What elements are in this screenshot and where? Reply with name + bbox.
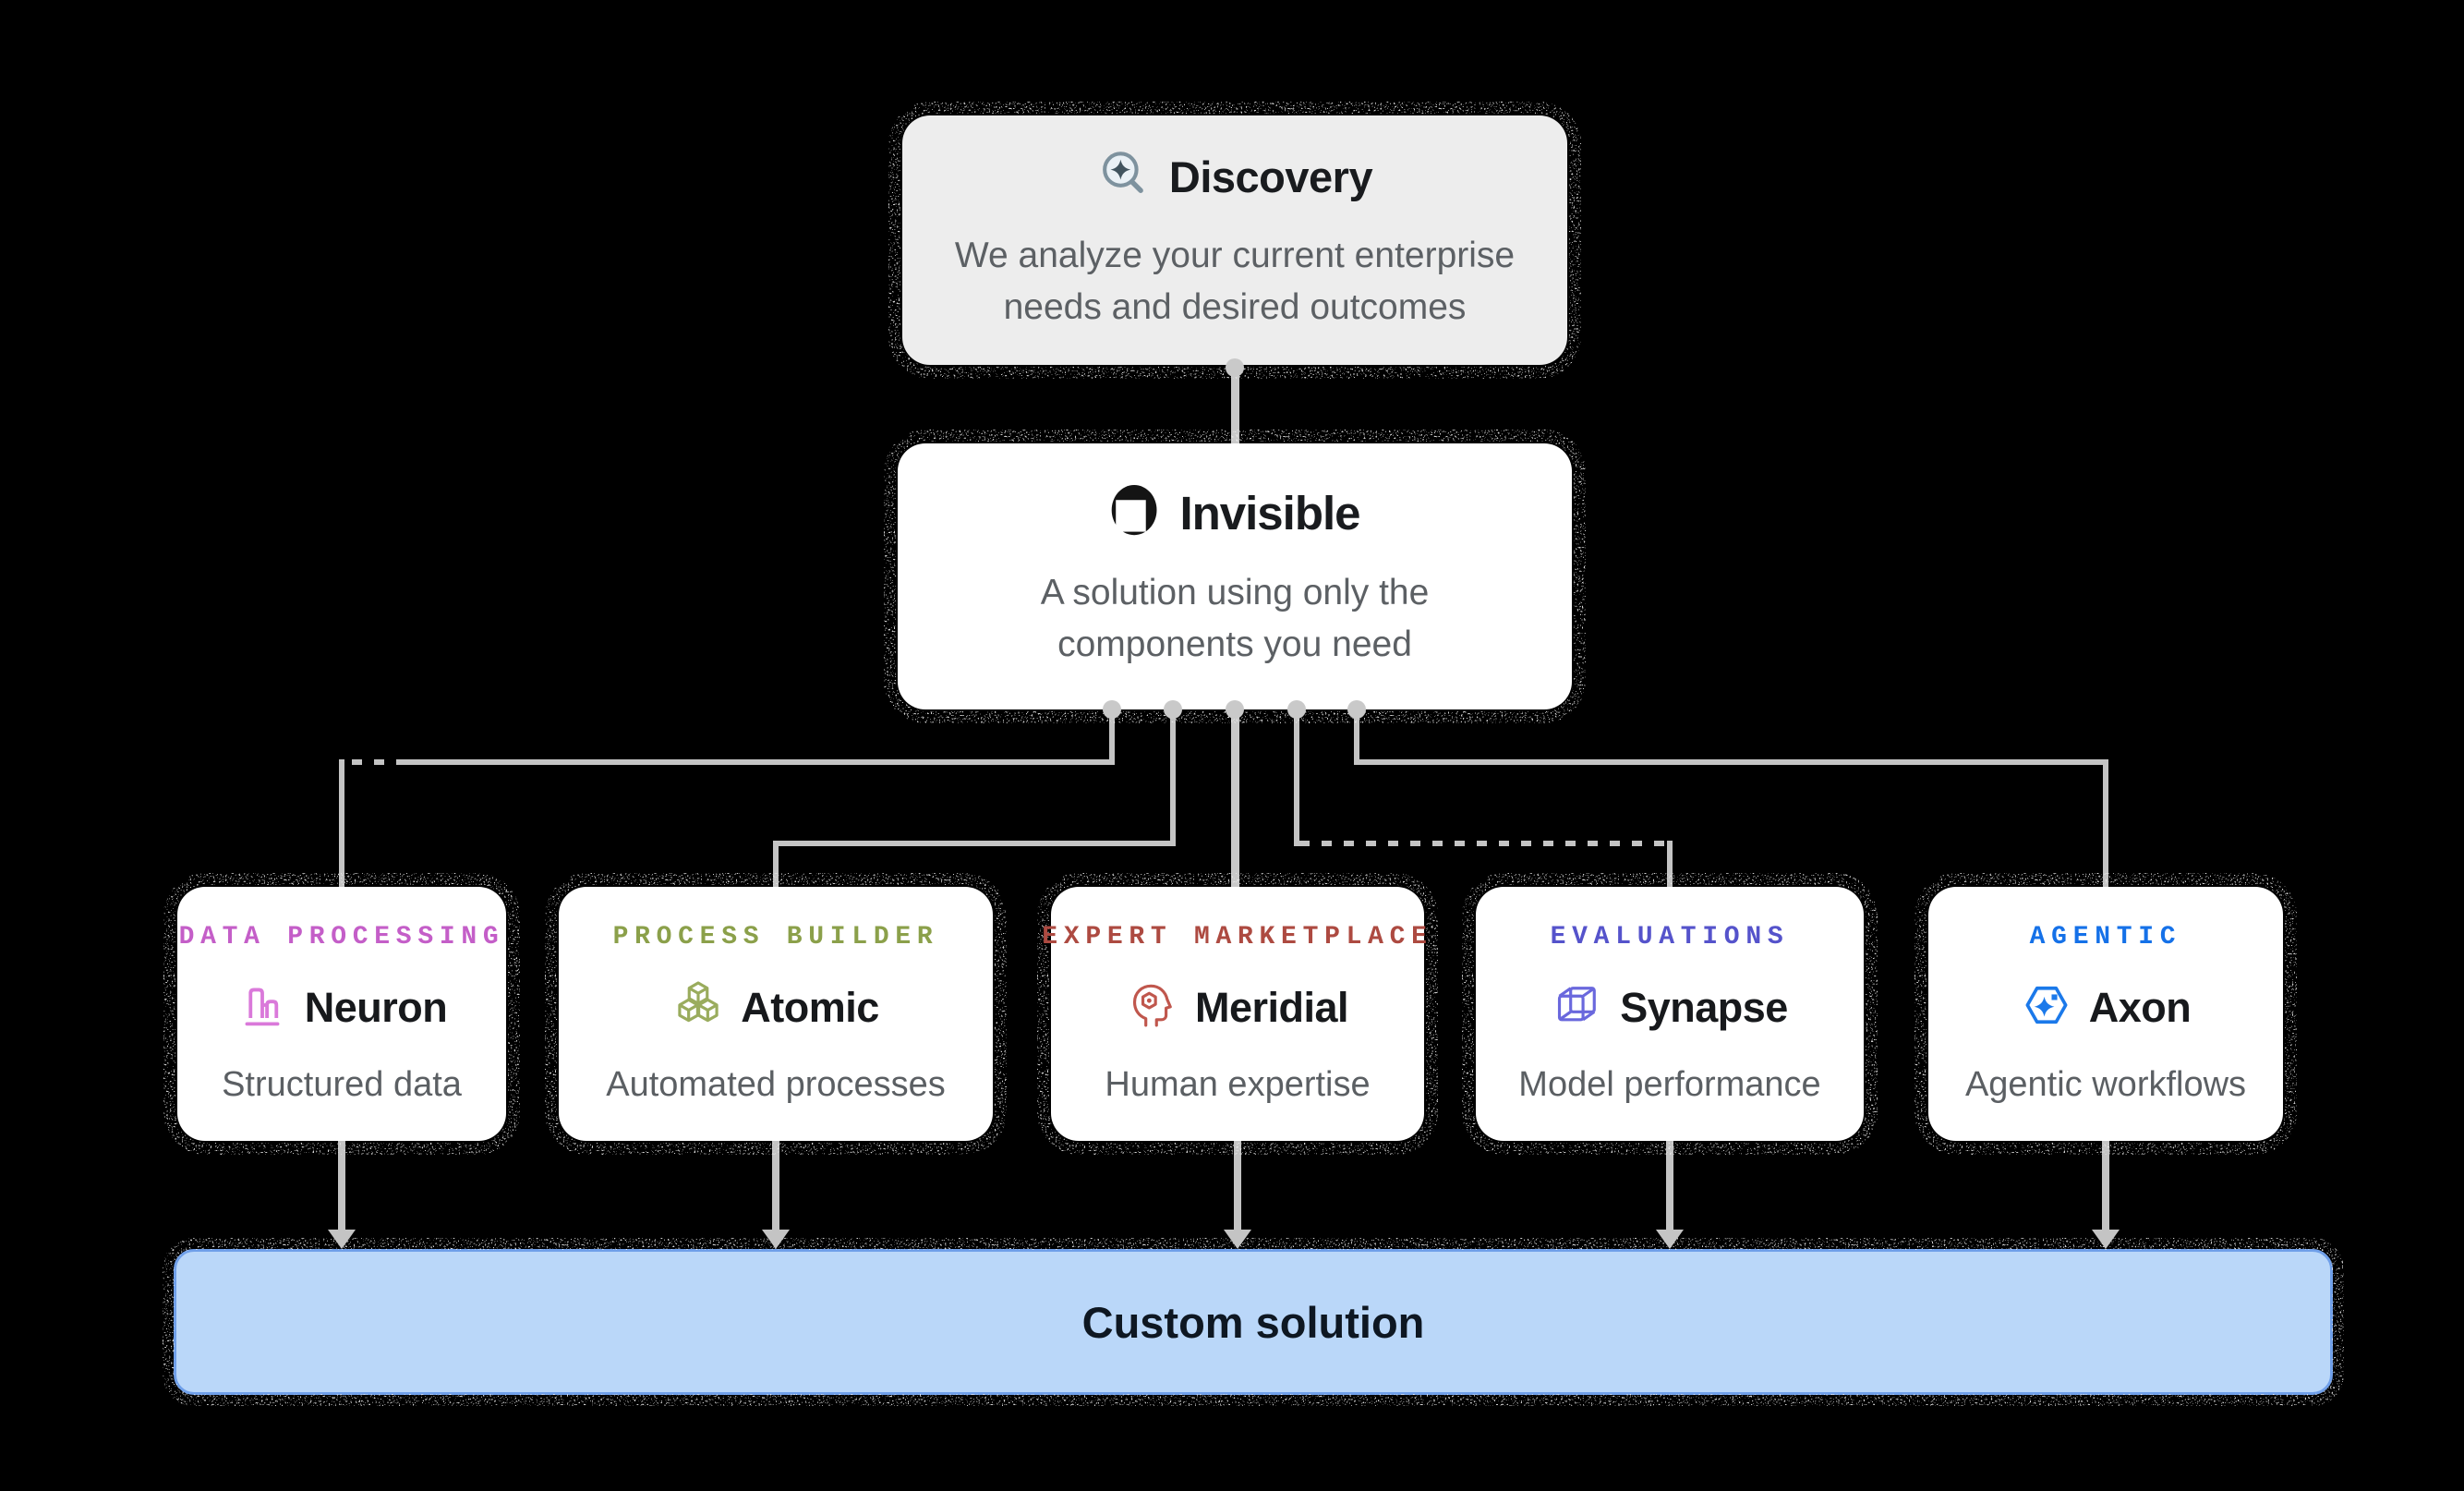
category-label: DATA PROCESSING [178, 923, 505, 952]
connector-invisible-synapse-dotted-h [1299, 841, 1669, 846]
arrowhead-axon [2092, 1230, 2120, 1249]
product-description: Agentic workflows [1964, 1065, 2247, 1104]
connector-invisible-meridial [1231, 707, 1239, 889]
discovery-subtitle: We analyze your current enterprise needs… [954, 236, 1516, 327]
connector-invisible-axon-v2 [2103, 759, 2108, 889]
connector-invisible-atomic-h [773, 841, 1176, 846]
category-label: EVALUATIONS [1550, 923, 1790, 952]
connector-node-dot [1287, 700, 1306, 719]
hexagon-sparkle-icon [2021, 979, 2072, 1036]
arrowhead-meridial [1224, 1230, 1251, 1249]
product-name: Neuron [304, 983, 448, 1031]
product-card-synapse: EVALUATIONS Synapse Model performance [1462, 873, 1878, 1155]
product-card-atomic: PROCESS BUILDER Atomic Automated process… [545, 873, 1007, 1155]
product-name: Axon [2088, 983, 2192, 1031]
discovery-title: Discovery [1168, 152, 1373, 202]
invisible-card: Invisible A solution using only the comp… [884, 430, 1586, 723]
arrowhead-synapse [1656, 1230, 1684, 1249]
product-description: Human expertise [1105, 1065, 1371, 1104]
product-name: Meridial [1194, 983, 1349, 1031]
product-card-meridial: EXPERT MARKETPLACE Meridial Human expert… [1037, 873, 1438, 1155]
connector-invisible-neuron-h [403, 759, 1115, 765]
connector-node-dot [1226, 700, 1244, 719]
magnifier-sparkle-icon [1097, 148, 1151, 206]
bar-chart-icon [236, 979, 288, 1036]
connector-meridial-custom [1234, 1141, 1241, 1233]
invisible-logo [1109, 483, 1161, 543]
connector-invisible-atomic-v1 [1170, 707, 1176, 846]
connector-invisible-axon-h [1359, 759, 2103, 765]
connector-invisible-synapse-v2 [1667, 841, 1673, 889]
product-name: Atomic [741, 983, 879, 1031]
custom-solution-bar: Custom solution [163, 1238, 2344, 1406]
product-card-axon: AGENTIC Axon Agentic workflows [1914, 873, 2297, 1155]
connector-invisible-axon-v1 [1354, 707, 1359, 765]
connector-invisible-neuron-v1 [1109, 707, 1115, 765]
connector-atomic-custom [772, 1141, 779, 1233]
connector-node-dot [1347, 700, 1366, 719]
product-name: Synapse [1620, 983, 1788, 1031]
connector-invisible-neuron-v2 [339, 759, 344, 889]
connector-invisible-atomic-v2 [773, 841, 779, 889]
product-card-neuron: DATA PROCESSING Neuron Structured data [163, 873, 520, 1155]
connector-axon-custom [2102, 1141, 2109, 1233]
arrowhead-neuron [328, 1230, 356, 1249]
connector-invisible-synapse-v1 [1294, 707, 1299, 846]
product-description: Structured data [222, 1065, 462, 1104]
product-description: Model performance [1518, 1065, 1821, 1104]
category-label: AGENTIC [2029, 923, 2182, 952]
category-label: PROCESS BUILDER [612, 923, 939, 952]
connector-invisible-neuron-dashes [352, 759, 405, 765]
invisible-subtitle: A solution using only the components you… [1040, 573, 1430, 664]
invisible-title: Invisible [1179, 487, 1360, 540]
connector-neuron-custom [338, 1141, 345, 1233]
head-gear-icon [1127, 979, 1178, 1036]
product-description: Automated processes [606, 1065, 946, 1104]
discovery-card: Discovery We analyze your current enterp… [888, 102, 1581, 379]
wireframe-cube-icon [1552, 979, 1603, 1036]
arrowhead-atomic [762, 1230, 790, 1249]
custom-solution-label: Custom solution [1081, 1297, 1425, 1347]
stacked-cubes-icon [672, 979, 724, 1036]
connector-synapse-custom [1666, 1141, 1673, 1233]
connector-node-dot [1103, 700, 1121, 719]
connector-node-dot [1226, 358, 1244, 377]
category-label: EXPERT MARKETPLACE [1042, 923, 1433, 952]
connector-discovery-invisible [1231, 363, 1239, 446]
connector-node-dot [1164, 700, 1182, 719]
